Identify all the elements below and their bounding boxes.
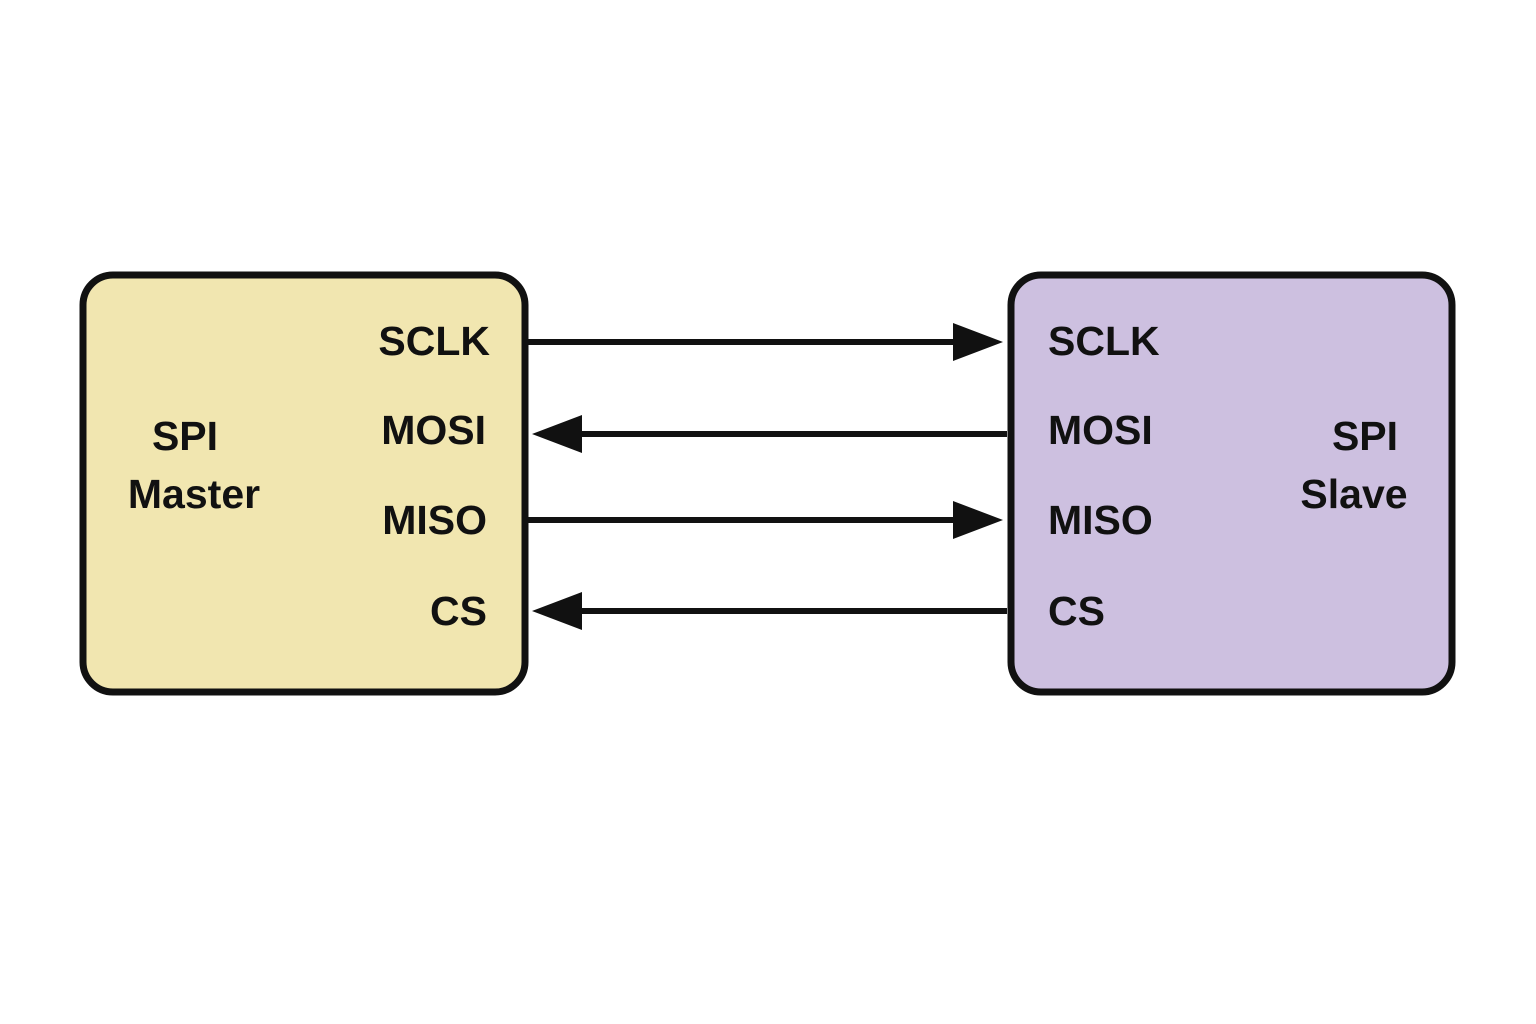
master-title-line2: Master <box>128 471 260 517</box>
slave-title-line2: Slave <box>1300 471 1407 517</box>
slave-pin-cs: CS <box>1048 588 1105 634</box>
arrowhead-mosi <box>532 415 582 453</box>
master-pin-mosi: MOSI <box>381 407 486 453</box>
arrowhead-cs <box>532 592 582 630</box>
master-box <box>79 271 529 696</box>
slave-pin-mosi: MOSI <box>1048 407 1153 453</box>
arrowhead-sclk <box>953 323 1003 361</box>
arrowhead-miso <box>953 501 1003 539</box>
master-pin-miso: MISO <box>382 497 487 543</box>
slave-box <box>1007 271 1456 696</box>
master-title-line1: SPI <box>152 413 218 459</box>
master-pin-cs: CS <box>430 588 487 634</box>
slave-title-line1: SPI <box>1332 413 1398 459</box>
slave-block: SPI Slave SCLK MOSI MISO CS <box>1007 271 1456 696</box>
master-pin-sclk: SCLK <box>378 318 490 364</box>
connection-wires <box>528 323 1007 630</box>
master-block: SPI Master SCLK MOSI MISO CS <box>79 271 529 696</box>
slave-pin-miso: MISO <box>1048 497 1153 543</box>
slave-pin-sclk: SCLK <box>1048 318 1160 364</box>
